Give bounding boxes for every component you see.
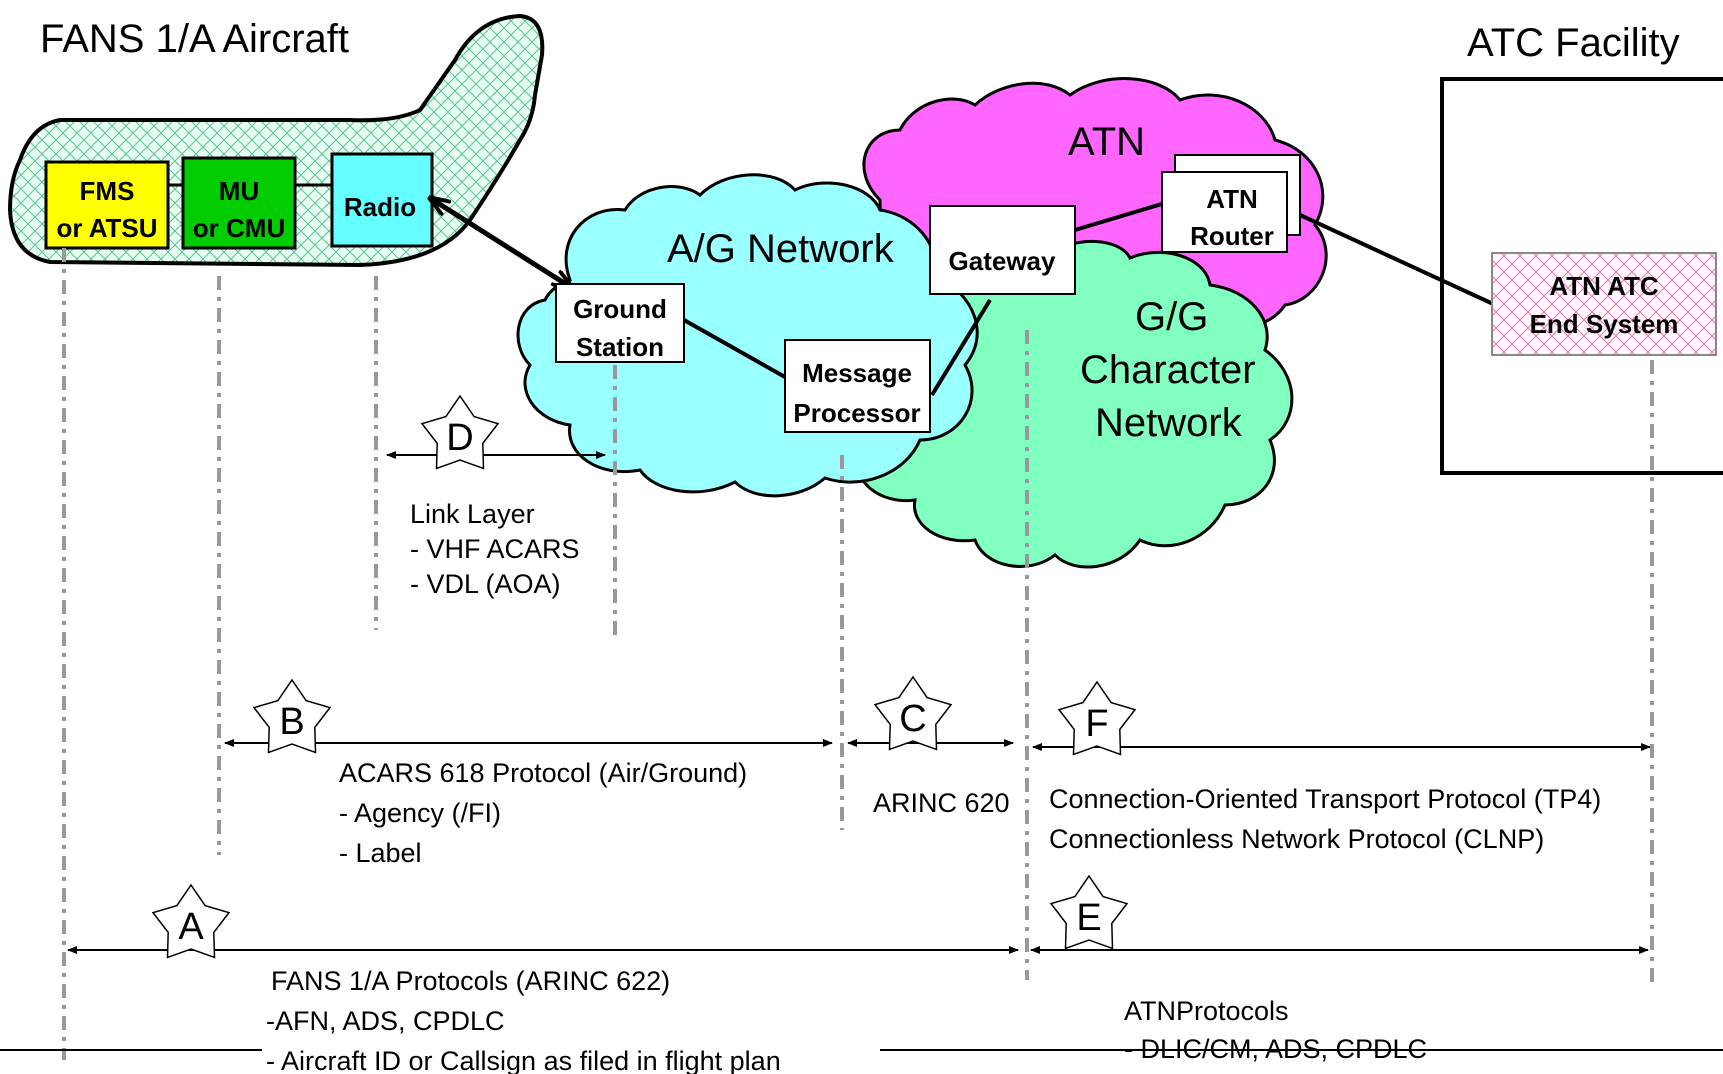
fms-label-1: FMS [80, 176, 135, 206]
star-f-letter: F [1085, 703, 1108, 745]
label-a-2: -AFN, ADS, CPDLC [266, 1006, 505, 1036]
star-f: F [1057, 680, 1137, 756]
atn-cloud-label: ATN [1068, 120, 1145, 164]
ground-processor-link [683, 318, 786, 379]
atn-router-label-2: Router [1190, 221, 1274, 251]
gateway-box: Gateway [929, 205, 1076, 295]
mu-label-2: or CMU [193, 213, 285, 243]
gateway-label: Gateway [949, 246, 1056, 276]
star-e: E [1049, 874, 1129, 950]
label-d-3: - VDL (AOA) [410, 569, 561, 599]
star-markers: D B C F A E [151, 394, 1137, 959]
ground-station-label-2: Station [576, 332, 664, 362]
label-b-3: - Label [339, 838, 422, 868]
label-a-3: - Aircraft ID or Callsign as filed in fl… [266, 1046, 781, 1074]
ag-network-label: A/G Network [667, 227, 895, 271]
fms-box: FMS or ATSU [44, 160, 170, 250]
star-d-letter: D [446, 417, 473, 459]
star-a: A [151, 883, 231, 959]
atn-router-box: ATN Router [1161, 154, 1301, 253]
gg-network-label-3: Network [1095, 401, 1243, 445]
atn-router-label-1: ATN [1206, 184, 1258, 214]
gg-network-label-2: Character [1080, 348, 1256, 392]
star-d: D [420, 394, 500, 470]
label-d-2: - VHF ACARS [410, 534, 580, 564]
label-a-1: FANS 1/A Protocols (ARINC 622) [271, 966, 670, 996]
radio-label: Radio [344, 192, 416, 222]
label-f-1: Connection-Oriented Transport Protocol (… [1049, 784, 1601, 814]
atn-atc-label-2: End System [1530, 309, 1679, 339]
processor-gateway-link [930, 298, 992, 397]
label-f-2: Connectionless Network Protocol (CLNP) [1049, 824, 1544, 854]
fms-label-2: or ATSU [56, 213, 157, 243]
label-d-1: Link Layer [410, 499, 535, 529]
star-c: C [873, 675, 953, 751]
atn-atc-end-system-box: ATN ATC End System [1491, 252, 1717, 356]
star-b-letter: B [279, 701, 304, 743]
label-e-1: ATNProtocols [1124, 996, 1289, 1026]
label-c-1: ARINC 620 [873, 788, 1010, 818]
atc-facility-title: ATC Facility [1467, 21, 1680, 65]
ground-station-label-1: Ground [573, 294, 667, 324]
aircraft-title: FANS 1/A Aircraft [40, 17, 349, 61]
mu-box: MU or CMU [181, 156, 297, 250]
radio-box: Radio [330, 152, 434, 248]
star-a-letter: A [178, 906, 204, 948]
mu-label-1: MU [219, 176, 259, 206]
star-b: B [252, 678, 332, 754]
star-c-letter: C [899, 698, 926, 740]
label-b-2: - Agency (/FI) [339, 798, 501, 828]
label-b-1: ACARS 618 Protocol (Air/Ground) [339, 758, 747, 788]
gg-network-label-1: G/G [1135, 295, 1208, 339]
ground-station-box: Ground Station [555, 283, 685, 363]
atc-facility-box [1440, 77, 1723, 475]
router-endsystem-link [1299, 213, 1529, 322]
message-processor-box: Message Processor [784, 339, 931, 433]
reference-lines [62, 248, 1654, 1060]
star-e-letter: E [1076, 897, 1101, 939]
message-processor-label-2: Processor [793, 398, 920, 428]
message-processor-label-1: Message [802, 358, 912, 388]
radio-ground-link [430, 198, 572, 288]
gateway-router-link [1074, 198, 1176, 232]
atn-atc-label-1: ATN ATC [1549, 271, 1658, 301]
